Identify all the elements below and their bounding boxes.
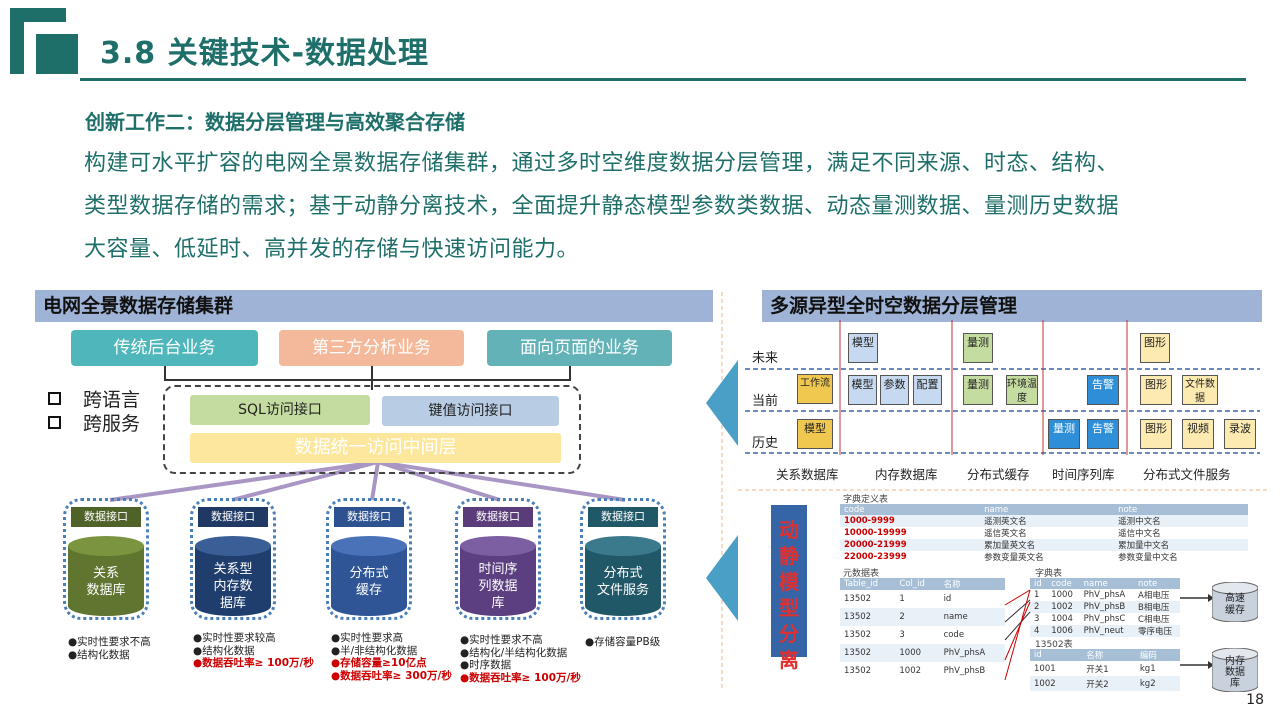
cell-current-graphic: 图形 [1140,375,1172,405]
layer-grid [745,320,1260,455]
intro-line-1: 构建可水平扩容的电网全景数据存储集群，通过多时空维度数据分层管理，满足不同来源、… [84,151,1120,176]
memory-db-label: 内存 数据 库 [1225,656,1245,689]
cell-history-alarm: 告警 [1087,419,1119,449]
cell-current-model: 模型 [848,375,877,405]
arrow-left-icon [706,535,738,621]
database-icon [585,536,661,616]
col-label-memory: 内存数据库 [875,467,938,482]
cell-future-measure: 量测 [963,333,993,363]
cell-history-wave: 录波 [1224,419,1256,449]
db-name: 关系型 内存数 据库 [213,562,253,611]
high-speed-cache-label: 高速 缓存 [1225,593,1245,616]
col-label-relational: 关系数据库 [776,467,839,482]
data-interface-label: 数据接口 [588,507,658,527]
database-icon [195,536,271,616]
legend-cross-language: 跨语言 [48,385,140,412]
unified-access-middle-layer: 数据统一访问中间层 [190,433,561,463]
cell-history-graphic: 图形 [1140,419,1172,449]
col-label-file-service: 分布式文件服务 [1143,467,1231,482]
db-card-relational: 数据接口 关系 数据库 [63,498,149,620]
page-title: 3.8 关键技术-数据处理 [100,36,430,71]
logo-icon [10,8,78,74]
cell-current-file-data: 文件数据 [1182,375,1218,405]
legend-cross-service: 跨服务 [48,409,140,436]
col-label-cache: 分布式缓存 [967,467,1030,482]
high-speed-cache-icon [1212,582,1258,622]
db-notes-timeseries: ●实时性要求不高●结构化/半结构化数据●时序数据●数据吞吐率≥ 100万/秒 [460,634,581,684]
cell-current-temperature: 环境温度 [1006,375,1038,405]
kv-interface: 键值访问接口 [382,396,559,426]
col-label-timeseries: 时间序列库 [1052,467,1115,482]
dict-def-caption: 字典定义表 [843,495,889,505]
intro-line-2: 类型数据存储的需求；基于动静分离技术，全面提升静态模型参数类数据、动态量测数据、… [84,194,1120,219]
dict-table-caption: 字典表 [1035,569,1063,579]
db-notes-cache: ●实时性要求高●半/非结构化数据●存储容量≥10亿点●数据吞吐率≥ 300万/秒 [331,632,452,682]
static-dynamic-separation-label: 动静模型分离 [771,505,807,672]
database-icon [460,536,536,616]
data-interface-label: 数据接口 [334,507,404,527]
memory-db-icon [1212,648,1258,692]
db-name: 关系 数据库 [86,566,126,598]
data-interface-label: 数据接口 [71,507,141,527]
db-card-timeseries: 数据接口 时间序 列数据 库 [455,498,541,620]
intro-line-3: 大容量、低延时、高并发的存储与快速访问能力。 [84,237,580,262]
page-number: 18 [1246,692,1264,708]
cell-current-workflow: 工作流 [797,374,833,404]
service-third-party-analysis: 第三方分析业务 [279,330,464,366]
checkbox-icon [48,416,61,429]
left-panel-heading: 电网全景数据存储集群 [35,290,713,322]
db-name: 分布式 缓存 [349,566,389,598]
cell-history-model: 模型 [797,419,833,449]
db-notes-file: ●存储容量PB级 [585,636,661,648]
db-card-file-service: 数据接口 分布式 文件服务 [580,498,666,620]
cell-current-config: 配置 [913,375,942,405]
db-card-distributed-cache: 数据接口 分布式 缓存 [326,498,412,620]
db-notes-relational: ●实时性要求不高●结构化数据 [68,636,151,661]
cell-current-alarm: 告警 [1087,375,1119,405]
db-name: 分布式 文件服务 [596,566,649,598]
right-panel-heading: 多源异型全时空数据分层管理 [762,290,1262,322]
db-name: 时间序 列数据 库 [478,562,518,611]
db-card-memory: 数据接口 关系型 内存数 据库 [190,498,276,620]
t13502-caption: 13502表 [1035,640,1073,650]
arrow-left-icon [706,360,738,446]
cell-current-param: 参数 [880,375,909,405]
cell-future-model: 模型 [848,333,878,363]
database-icon [68,536,144,616]
db-notes-memory: ●实时性要求较高●结构化数据●数据吞吐率≥ 100万/秒 [193,632,314,669]
row-label-history: 历史 [752,436,779,451]
meta-table-caption: 元数据表 [843,569,880,579]
title-divider [80,78,1246,81]
access-layer-frame [163,385,581,474]
cell-future-graphic: 图形 [1140,333,1170,363]
data-interface-label: 数据接口 [463,507,533,527]
service-traditional-backend: 传统后台业务 [71,330,258,366]
database-icon [331,536,407,616]
cell-current-measure: 量测 [963,375,993,405]
cell-history-measure: 量测 [1048,419,1080,449]
row-label-current: 当前 [752,394,779,409]
sql-interface: SQL访问接口 [190,395,370,425]
data-interface-label: 数据接口 [198,507,268,527]
row-label-future: 未来 [752,351,779,366]
page-subtitle: 创新工作二：数据分层管理与高效聚合存储 [85,110,465,134]
cell-history-video: 视频 [1182,419,1214,449]
checkbox-icon [48,392,61,405]
service-page-oriented: 面向页面的业务 [487,330,672,366]
